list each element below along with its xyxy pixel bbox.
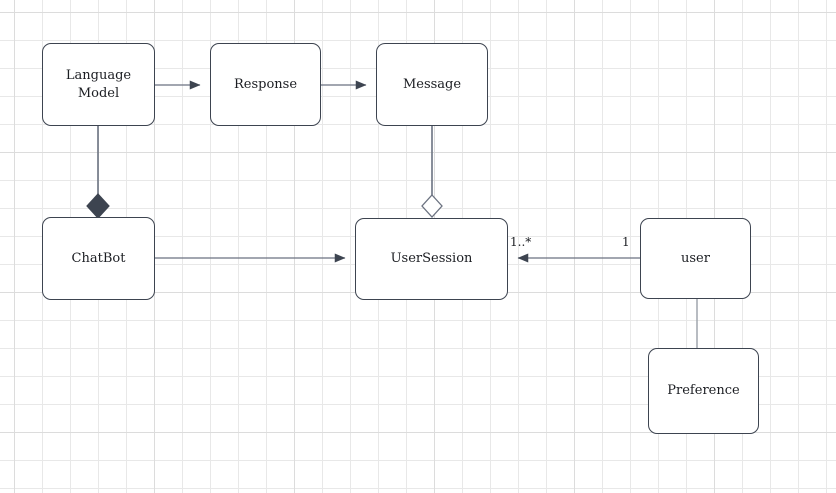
node-response-label: Response <box>233 76 298 92</box>
node-preference-label: Preference <box>667 383 740 399</box>
node-user-label: user <box>681 250 710 266</box>
node-language-model-label-line2: Model <box>77 85 120 101</box>
node-message-label: Message <box>402 76 462 92</box>
node-usersession[interactable]: UserSession <box>355 218 508 300</box>
node-language-model[interactable]: Language Model <box>42 43 155 126</box>
node-preference[interactable]: Preference <box>648 348 759 434</box>
multiplicity-label-usersession: 1..* <box>510 235 532 249</box>
node-chatbot-label: ChatBot <box>71 250 126 266</box>
node-chatbot[interactable]: ChatBot <box>42 217 155 300</box>
edge-language-model-to-chatbot <box>86 126 110 219</box>
node-user[interactable]: user <box>640 218 751 299</box>
node-language-model-label-line1: Language <box>65 67 132 83</box>
multiplicity-label-user: 1 <box>622 235 630 249</box>
node-response[interactable]: Response <box>210 43 321 126</box>
edge-message-to-usersession <box>421 126 443 218</box>
node-message[interactable]: Message <box>376 43 488 126</box>
node-usersession-label: UserSession <box>390 251 473 267</box>
